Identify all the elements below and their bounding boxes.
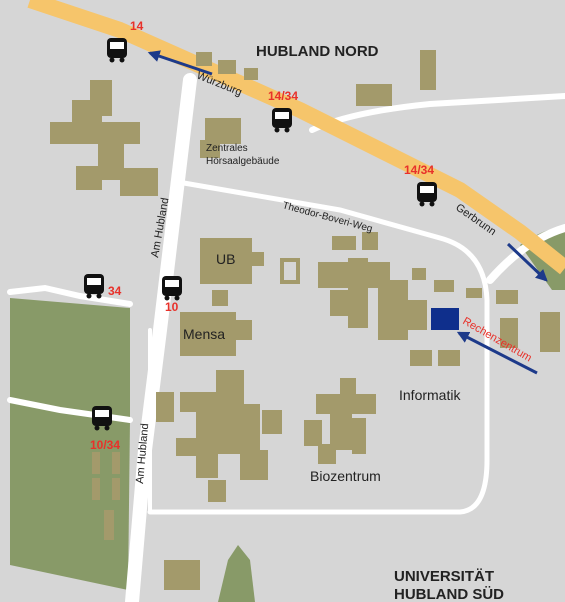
- main-road-wuerzburg-gerbrunn: [27, 0, 565, 275]
- rechenzentrum-building[interactable]: [431, 308, 459, 330]
- label-biozentrum: Biozentrum: [310, 468, 381, 484]
- bus-icon: [272, 108, 292, 133]
- green-areas: [10, 226, 565, 602]
- street-label-am-hubland-south: Am Hubland: [134, 423, 151, 484]
- label-zentrales: Zentrales: [206, 143, 248, 154]
- bus-stop-label: 14/34: [404, 163, 434, 177]
- bus-stop[interactable]: [84, 274, 104, 299]
- label-mensa: Mensa: [183, 326, 225, 342]
- bus-icon: [417, 182, 437, 207]
- label-hoersaalgebaeude: Hörsaalgebäude: [206, 156, 280, 167]
- bus-stop[interactable]: [107, 38, 127, 63]
- roads: [7, 73, 565, 602]
- arrow-icon: [506, 242, 548, 282]
- bus-stop-label: 10/34: [90, 438, 120, 452]
- arrow-icon: [456, 331, 538, 375]
- area-label-hubland-nord: HUBLAND NORD: [256, 43, 379, 60]
- arrow-icon: [147, 50, 213, 76]
- bus-stop-label: 10: [165, 300, 179, 314]
- bus-stop-label: 34: [108, 284, 122, 298]
- bus-stop[interactable]: [272, 108, 292, 133]
- bus-icon: [107, 38, 127, 63]
- bus-icon: [84, 274, 104, 299]
- area-label-hubland-sued: HUBLAND SÜD: [394, 586, 504, 602]
- label-ub: UB: [216, 251, 235, 267]
- label-informatik: Informatik: [399, 387, 461, 403]
- bus-icon: [162, 276, 182, 301]
- bus-stop[interactable]: [92, 406, 112, 431]
- bus-icon: [92, 406, 112, 431]
- bus-stop[interactable]: [417, 182, 437, 207]
- bus-stop-label: 14: [130, 19, 144, 33]
- area-label-universitaet: UNIVERSITÄT: [394, 568, 494, 585]
- buildings: [50, 50, 560, 590]
- bus-stop[interactable]: [162, 276, 182, 301]
- bus-stop-label: 14/34: [268, 89, 298, 103]
